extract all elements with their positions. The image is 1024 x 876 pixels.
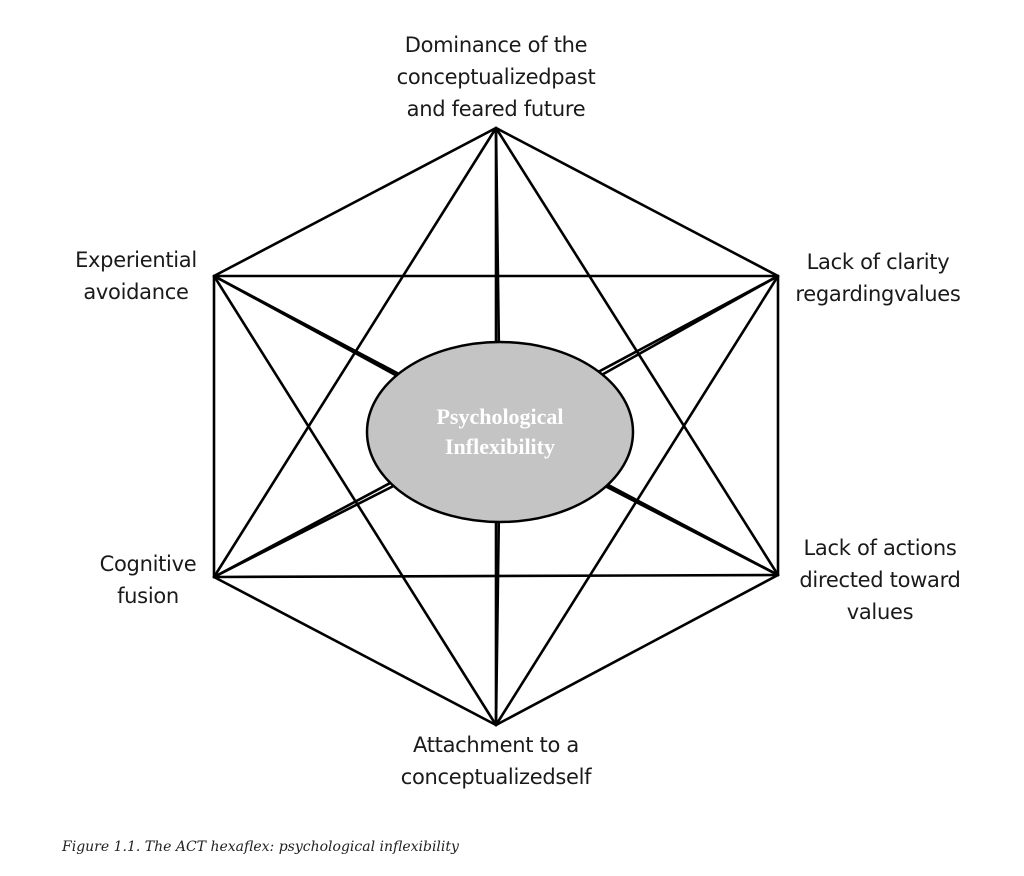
edge-bottom-to-upper-left [212, 274, 498, 727]
node-label-line: Experiential [75, 248, 197, 272]
edge-bottom-to-lower-left [212, 575, 498, 727]
center-label-line-2: Inflexibility [444, 434, 555, 459]
edge-lower-right-to-bottom [494, 573, 780, 727]
node-label-line: directed toward [799, 568, 961, 592]
node-label-line: conceptualizedself [400, 765, 592, 789]
node-label-upper-left: Experiential avoidance [60, 244, 212, 308]
node-label-line: avoidance [83, 280, 189, 304]
connection-lines [212, 126, 780, 727]
edge-lower-right-to-lower-left [212, 573, 780, 579]
node-label-top: Dominance of the conceptualizedpast and … [366, 29, 626, 125]
node-label-line: Dominance of the [404, 33, 588, 57]
center-ellipse [365, 340, 635, 524]
node-label-line: regardingvalues [795, 282, 961, 306]
node-label-line: and feared future [406, 97, 586, 121]
node-label-line: Lack of clarity [806, 250, 950, 274]
node-label-bottom: Attachment to a conceptualizedself [366, 729, 626, 793]
node-label-line: Cognitive [99, 552, 197, 576]
node-label-line: Lack of actions [803, 536, 957, 560]
figure-caption: Figure 1.1. The ACT hexaflex: psychologi… [62, 839, 459, 855]
edge-top-to-upper-left [212, 126, 498, 278]
center-label-line-1: Psychological [436, 404, 564, 429]
node-label-line: values [846, 600, 914, 624]
edge-top-to-upper-right [494, 126, 780, 278]
node-label-line: conceptualizedpast [396, 65, 596, 89]
node-label-lower-left: Cognitive fusion [74, 548, 222, 612]
node-label-lower-right: Lack of actions directed toward values [780, 532, 980, 628]
node-label-upper-right: Lack of clarity regardingvalues [780, 246, 976, 310]
center-label: Psychological Inflexibility [400, 402, 600, 462]
node-label-line: Attachment to a [413, 733, 579, 757]
node-label-line: fusion [117, 584, 179, 608]
